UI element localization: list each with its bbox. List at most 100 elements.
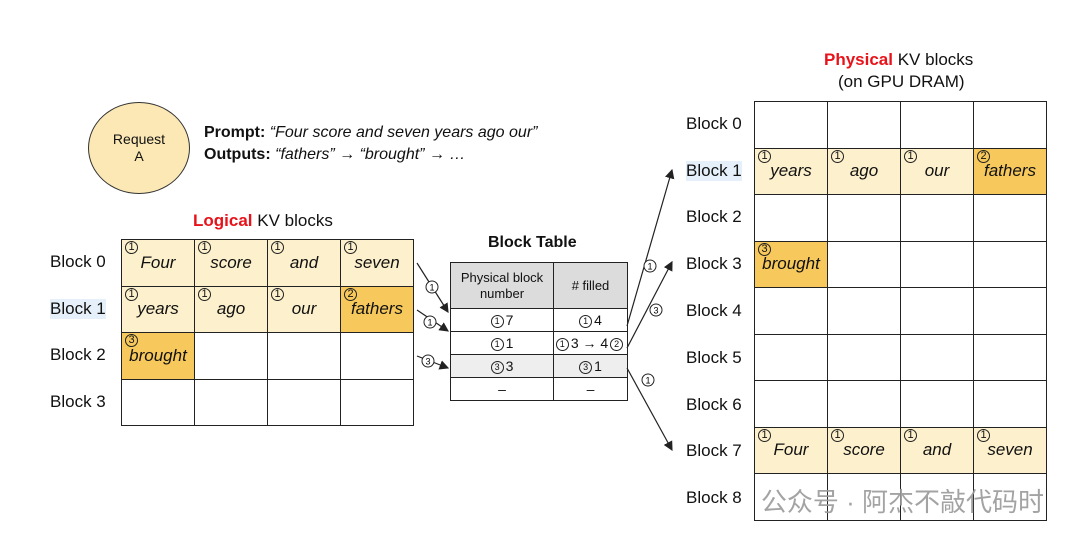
physical-row-5 [754, 333, 1047, 381]
physical-cell [754, 101, 828, 149]
logical-row-label: Block 0 [50, 251, 106, 271]
logical-title-rest: KV blocks [252, 211, 333, 230]
cell-value: 1 [594, 358, 602, 374]
physical-cell [900, 333, 974, 381]
request-label: Request [112, 131, 166, 147]
physical-cell [827, 380, 901, 428]
step-number-badge: 1 [831, 149, 844, 163]
step-number-badge: 2 [610, 337, 624, 351]
token-text: brought [762, 254, 820, 274]
token-text: seven [987, 440, 1033, 460]
prompt-line: Prompt: “Four score and seven years ago … [204, 122, 537, 144]
arrow-step-badge [425, 280, 439, 294]
step-number-badge: 1 [758, 428, 771, 442]
physical-row-label: Block 5 [686, 347, 742, 367]
physical-cell [973, 240, 1047, 288]
arrow-step-number: 1 [647, 262, 652, 272]
token-text: years [137, 299, 179, 319]
physical-row-label: Block 3 [686, 254, 742, 274]
token-text: score [843, 440, 885, 460]
physical-row-label: Block 8 [686, 488, 742, 508]
physical-row-label: Block 2 [686, 207, 742, 227]
logical-row-3 [121, 378, 414, 426]
token-text: Four [140, 252, 176, 272]
physical-row-label: Block 6 [686, 394, 742, 414]
physical-row-4 [754, 287, 1047, 335]
logical-cell [340, 332, 414, 380]
logical-cell [121, 378, 195, 426]
physical-cell [827, 240, 901, 288]
logical-kv-title: Logical KV blocks [193, 211, 333, 231]
physical-cell [973, 380, 1047, 428]
token-text: our [291, 299, 317, 319]
arrow-step-badge [641, 373, 655, 387]
physical-cell [973, 333, 1047, 381]
step-number-badge: 3 [579, 360, 593, 374]
physical-row-2 [754, 194, 1047, 242]
cell-value: 4 [594, 312, 602, 328]
token-text: score [210, 252, 252, 272]
physical-cell [900, 240, 974, 288]
physical-row-6 [754, 380, 1047, 428]
step-number-badge: 1 [904, 428, 917, 442]
physical-cell [900, 473, 974, 521]
physical-row-label: Block 7 [686, 441, 742, 461]
step-number-badge: 1 [271, 287, 284, 301]
logical-cell: 1 our [267, 285, 341, 333]
outputs-label: Outputs: [204, 146, 271, 163]
watermark: 公众号 · 阿杰不敲代码时 [760, 487, 1044, 517]
step-number-badge: 2 [977, 149, 990, 163]
arrow-step-number: 1 [427, 318, 432, 328]
physical-cell [827, 473, 901, 521]
physical-row-0 [754, 101, 1047, 149]
step-number-badge: 2 [344, 287, 357, 301]
outputs-text: “fathers” → “brought” → … [275, 146, 466, 163]
physical-cell [827, 287, 901, 335]
block-table-row: –– [450, 377, 628, 401]
block-table-physical-cell: – [450, 377, 554, 401]
physical-row-label: Block 4 [686, 300, 742, 320]
logical-row-label: Block 2 [50, 345, 106, 365]
physical-row-label: Block 1 [686, 160, 742, 181]
step-number-badge: 3 [758, 242, 771, 256]
request-description: Prompt: “Four score and seven years ago … [204, 122, 537, 166]
outputs-line: Outputs: “fathers” → “brought” → … [204, 144, 537, 166]
step-number-badge: 1 [271, 241, 284, 254]
token-text: our [924, 161, 950, 181]
block-table-col-physical: Physical block number [450, 262, 554, 309]
token-text: years [770, 161, 812, 181]
arrow-step-badge [649, 303, 663, 317]
request-id: A [134, 148, 144, 164]
logical-row-label: Block 3 [50, 392, 106, 412]
step-number-badge: 1 [904, 149, 917, 163]
arrow-step-badge [643, 259, 657, 273]
step-number-badge: 3 [125, 334, 138, 347]
cell-value: 3 → 4 [570, 335, 609, 351]
step-number-badge: 3 [490, 360, 504, 374]
step-number-badge: 1 [555, 337, 569, 351]
arrow-step-badge [423, 315, 437, 329]
step-number-badge: 1 [579, 314, 593, 328]
mapping-arrow [626, 168, 675, 327]
physical-cell [973, 194, 1047, 242]
block-table-filled-cell: – [553, 377, 628, 401]
step-number-badge: 1 [198, 241, 211, 254]
prompt-text: “Four score and seven years ago our” [269, 124, 538, 141]
physical-cell [754, 473, 828, 521]
